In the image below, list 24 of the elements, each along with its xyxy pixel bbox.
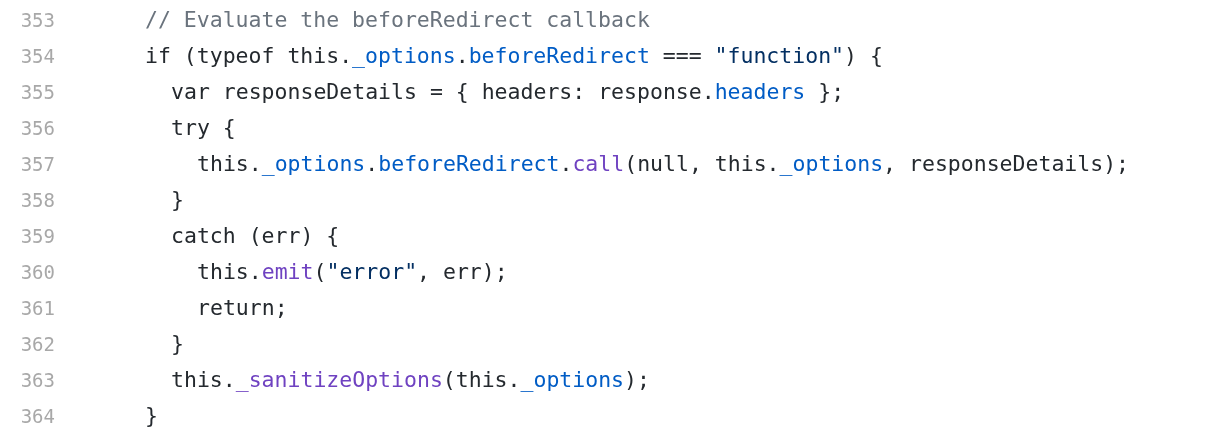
line-number: 356	[19, 116, 55, 141]
code-line: return;	[197, 294, 288, 322]
code-line: this._options.beforeRedirect.call(null, this._options, responseDetails);	[197, 150, 1130, 178]
line-number: 353	[19, 8, 55, 33]
line-number: 362	[19, 332, 55, 357]
line-number: 364	[19, 404, 55, 429]
line-number: 354	[19, 44, 55, 69]
code-line: try {	[171, 114, 236, 142]
line-number: 359	[19, 224, 55, 249]
code-line: this._sanitizeOptions(this._options);	[171, 366, 650, 394]
code-line: var responseDetails = { headers: response.headers };	[171, 78, 845, 106]
code-line: if (typeof this._options.beforeRedirect === "function") {	[145, 42, 883, 70]
line-number: 361	[19, 296, 55, 321]
code-line: }	[171, 186, 184, 214]
line-number: 358	[19, 188, 55, 213]
code-line: this.emit("error", err);	[197, 258, 508, 286]
line-number: 357	[19, 152, 55, 177]
code-line: // Evaluate the beforeRedirect callback	[145, 6, 650, 34]
line-number: 355	[19, 80, 55, 105]
code-line: }	[171, 330, 184, 358]
code-line: catch (err) {	[171, 222, 340, 250]
code-line: }	[145, 402, 158, 430]
line-number: 360	[19, 260, 55, 285]
line-number: 363	[19, 368, 55, 393]
